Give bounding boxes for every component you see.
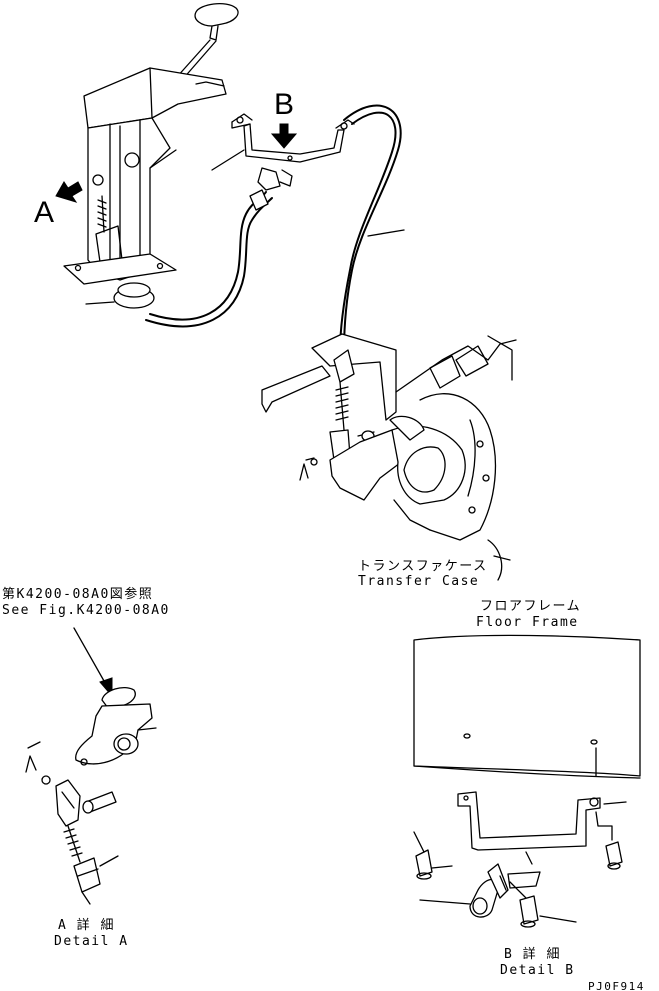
floor-frame-label-jp: フロアフレーム bbox=[480, 599, 581, 614]
transfer-control-cable bbox=[145, 104, 405, 353]
drawing-code: PJ0F914 bbox=[588, 980, 645, 991]
reference-label-jp: 第K4200-08A0図参照 bbox=[2, 586, 153, 602]
detail-a-label-jp: A 詳 細 bbox=[58, 917, 115, 933]
reference-label-en: See Fig.K4200-08A0 bbox=[2, 603, 170, 618]
transfer-case-assembly bbox=[261, 333, 517, 581]
transfer-lever-stand bbox=[63, 2, 239, 309]
detail-b-label-en: Detail B bbox=[500, 963, 575, 978]
transfer-case-label-jp: トランスファケース bbox=[358, 559, 488, 574]
detail-b-drawing bbox=[413, 634, 641, 928]
floor-frame-label-en: Floor Frame bbox=[476, 615, 579, 630]
view-b-label: B bbox=[274, 88, 294, 121]
detail-b-label-jp: B 詳 細 bbox=[504, 946, 561, 962]
detail-a-label-en: Detail A bbox=[54, 934, 129, 949]
view-b-indicator: B bbox=[270, 88, 298, 149]
transfer-case-label-en: Transfer Case bbox=[358, 574, 479, 589]
view-a-indicator: A bbox=[34, 181, 83, 229]
view-a-label: A bbox=[34, 196, 54, 229]
detail-a-drawing bbox=[25, 627, 157, 905]
cable-bracket-upper bbox=[211, 113, 355, 191]
